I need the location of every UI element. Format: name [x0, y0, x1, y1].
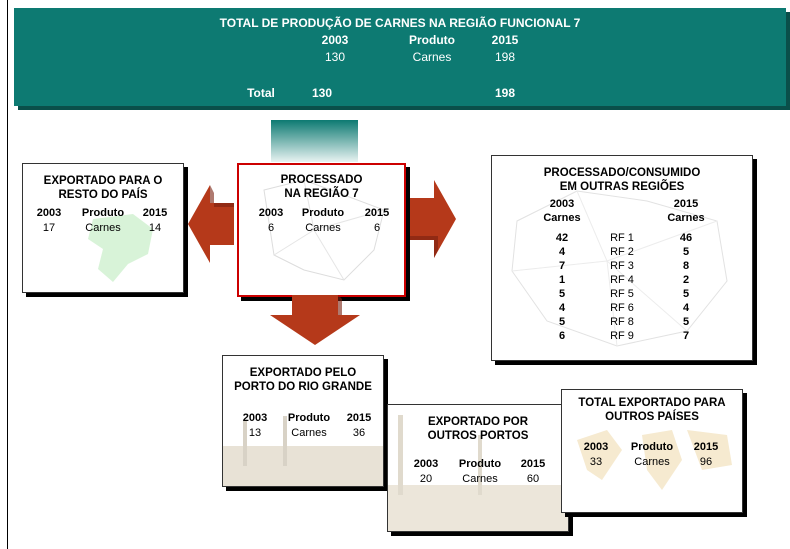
banner-value-2003: 130 [324, 50, 346, 64]
value-produto: Carnes [85, 222, 121, 234]
col-produto-header: Produto [287, 412, 331, 424]
header-banner: TOTAL DE PRODUÇÃO DE CARNES NA REGIÃO FU… [14, 8, 786, 106]
col-2015-header: 2015 [346, 412, 372, 424]
value-produto: Carnes [291, 427, 327, 439]
rf-row-label: RF 2 [610, 246, 634, 258]
rf-row-2015: 7 [682, 330, 690, 342]
value-2015: 14 [148, 222, 162, 234]
box-title-line1: EXPORTADO PARA O [43, 175, 163, 187]
col-carnes-right-header: Carnes [667, 212, 705, 224]
box-processado-regiao-7: PROCESSADO NA REGIÃO 7 2003 Produto 2015… [237, 163, 406, 297]
arrow-right-icon [410, 180, 456, 258]
value-2003: 6 [267, 222, 275, 234]
box-outros-portos: EXPORTADO POR OUTROS PORTOS 2003 Produto… [387, 404, 569, 532]
col-produto-header: Produto [81, 207, 125, 219]
rf-row-2003: 4 [558, 302, 566, 314]
col-2015-header: 2015 [142, 207, 168, 219]
banner-value-produto: Carnes [412, 50, 452, 64]
box-title-line1: PROCESSADO/CONSUMIDO [543, 167, 701, 179]
col-2003-header: 2003 [258, 207, 284, 219]
banner-total-2003: 130 [311, 86, 333, 100]
col-2003-header: 2003 [583, 441, 609, 453]
banner-col-2003: 2003 [321, 33, 349, 47]
rf-row-2003: 5 [558, 288, 566, 300]
rf-row-label: RF 6 [610, 302, 634, 314]
value-2003: 33 [589, 456, 603, 468]
banner-col-produto: Produto [409, 33, 455, 47]
box-title-line1: TOTAL EXPORTADO PARA [578, 397, 726, 409]
col-2003-header: 2003 [549, 198, 575, 210]
box-title-line1: EXPORTADO PELO [249, 367, 357, 379]
col-produto-header: Produto [301, 207, 345, 219]
value-2003: 20 [419, 473, 433, 485]
value-2003: 13 [248, 427, 262, 439]
value-produto: Carnes [305, 222, 341, 234]
rf-row-label: RF 9 [610, 330, 634, 342]
box-title-line2: OUTROS PAÍSES [605, 411, 699, 423]
rf-row-2003: 4 [558, 246, 566, 258]
col-produto-header: Produto [630, 441, 674, 453]
banner-total-2015: 198 [494, 86, 516, 100]
rf-row-label: RF 8 [610, 316, 634, 328]
col-2015-header: 2015 [673, 198, 699, 210]
col-produto-header: Produto [458, 458, 502, 470]
rf-row-2015: 46 [679, 232, 693, 244]
box-title-line1: EXPORTADO POR [427, 416, 529, 428]
box-outras-regioes: PROCESSADO/CONSUMIDO EM OUTRAS REGIÕES 2… [491, 155, 753, 361]
banner-value-2015: 198 [494, 50, 516, 64]
col-2003-header: 2003 [242, 412, 268, 424]
rf-row-2003: 6 [558, 330, 566, 342]
rf-row-label: RF 3 [610, 260, 634, 272]
rf-row-2015: 4 [682, 302, 690, 314]
rf-row-2015: 2 [682, 274, 690, 286]
col-2003-header: 2003 [413, 458, 439, 470]
rf-row-2015: 5 [682, 246, 690, 258]
box-title-line1: PROCESSADO [280, 174, 363, 186]
rf-row-2003: 7 [558, 260, 566, 272]
rf-row-2015: 8 [682, 260, 690, 272]
col-2015-header: 2015 [364, 207, 390, 219]
col-2015-header: 2015 [520, 458, 546, 470]
port-photo-icon [223, 416, 383, 486]
col-2015-header: 2015 [693, 441, 719, 453]
world-map-icon [577, 430, 732, 490]
rf-row-label: RF 4 [610, 274, 634, 286]
value-2015: 96 [699, 456, 713, 468]
value-produto: Carnes [634, 456, 670, 468]
rf-row-label: RF 1 [610, 232, 634, 244]
box-porto-rio-grande: EXPORTADO PELO PORTO DO RIO GRANDE 2003 … [222, 355, 384, 487]
rf-row-2003: 5 [558, 316, 566, 328]
box-title-line2: PORTO DO RIO GRANDE [234, 381, 372, 393]
regions-map-icon [511, 190, 728, 347]
banner-total-label: Total [247, 86, 275, 100]
col-carnes-left-header: Carnes [543, 212, 581, 224]
box-title-line2: OUTROS PORTOS [427, 430, 529, 442]
value-2015: 60 [526, 473, 540, 485]
box-title-line2: RESTO DO PAÍS [58, 189, 148, 201]
rf-row-2015: 5 [682, 288, 690, 300]
banner-title: TOTAL DE PRODUÇÃO DE CARNES NA REGIÃO FU… [219, 16, 581, 30]
value-produto: Carnes [462, 473, 498, 485]
banner-col-2015: 2015 [491, 33, 519, 47]
box-title-line2: EM OUTRAS REGIÕES [559, 181, 685, 193]
value-2015: 6 [373, 222, 381, 234]
box-outros-paises: TOTAL EXPORTADO PARA OUTROS PAÍSES 2003 … [561, 389, 743, 513]
port-photo-icon [388, 415, 568, 531]
banner-connector [271, 120, 358, 162]
arrow-down-icon [270, 295, 360, 345]
box-title-line2: NA REGIÃO 7 [284, 188, 359, 200]
rf-row-label: RF 5 [610, 288, 634, 300]
page-left-border [7, 0, 8, 549]
box-exportado-resto-pais: EXPORTADO PARA O RESTO DO PAÍS 2003 Prod… [22, 163, 184, 293]
value-2003: 17 [42, 222, 56, 234]
value-2015: 36 [352, 427, 366, 439]
rf-row-2015: 5 [682, 316, 690, 328]
arrow-left-icon [188, 185, 234, 263]
col-2003-header: 2003 [36, 207, 62, 219]
region-map-icon [263, 179, 385, 281]
brazil-map-icon [88, 214, 153, 282]
rf-row-2003: 42 [555, 232, 569, 244]
rf-row-2003: 1 [558, 274, 566, 286]
